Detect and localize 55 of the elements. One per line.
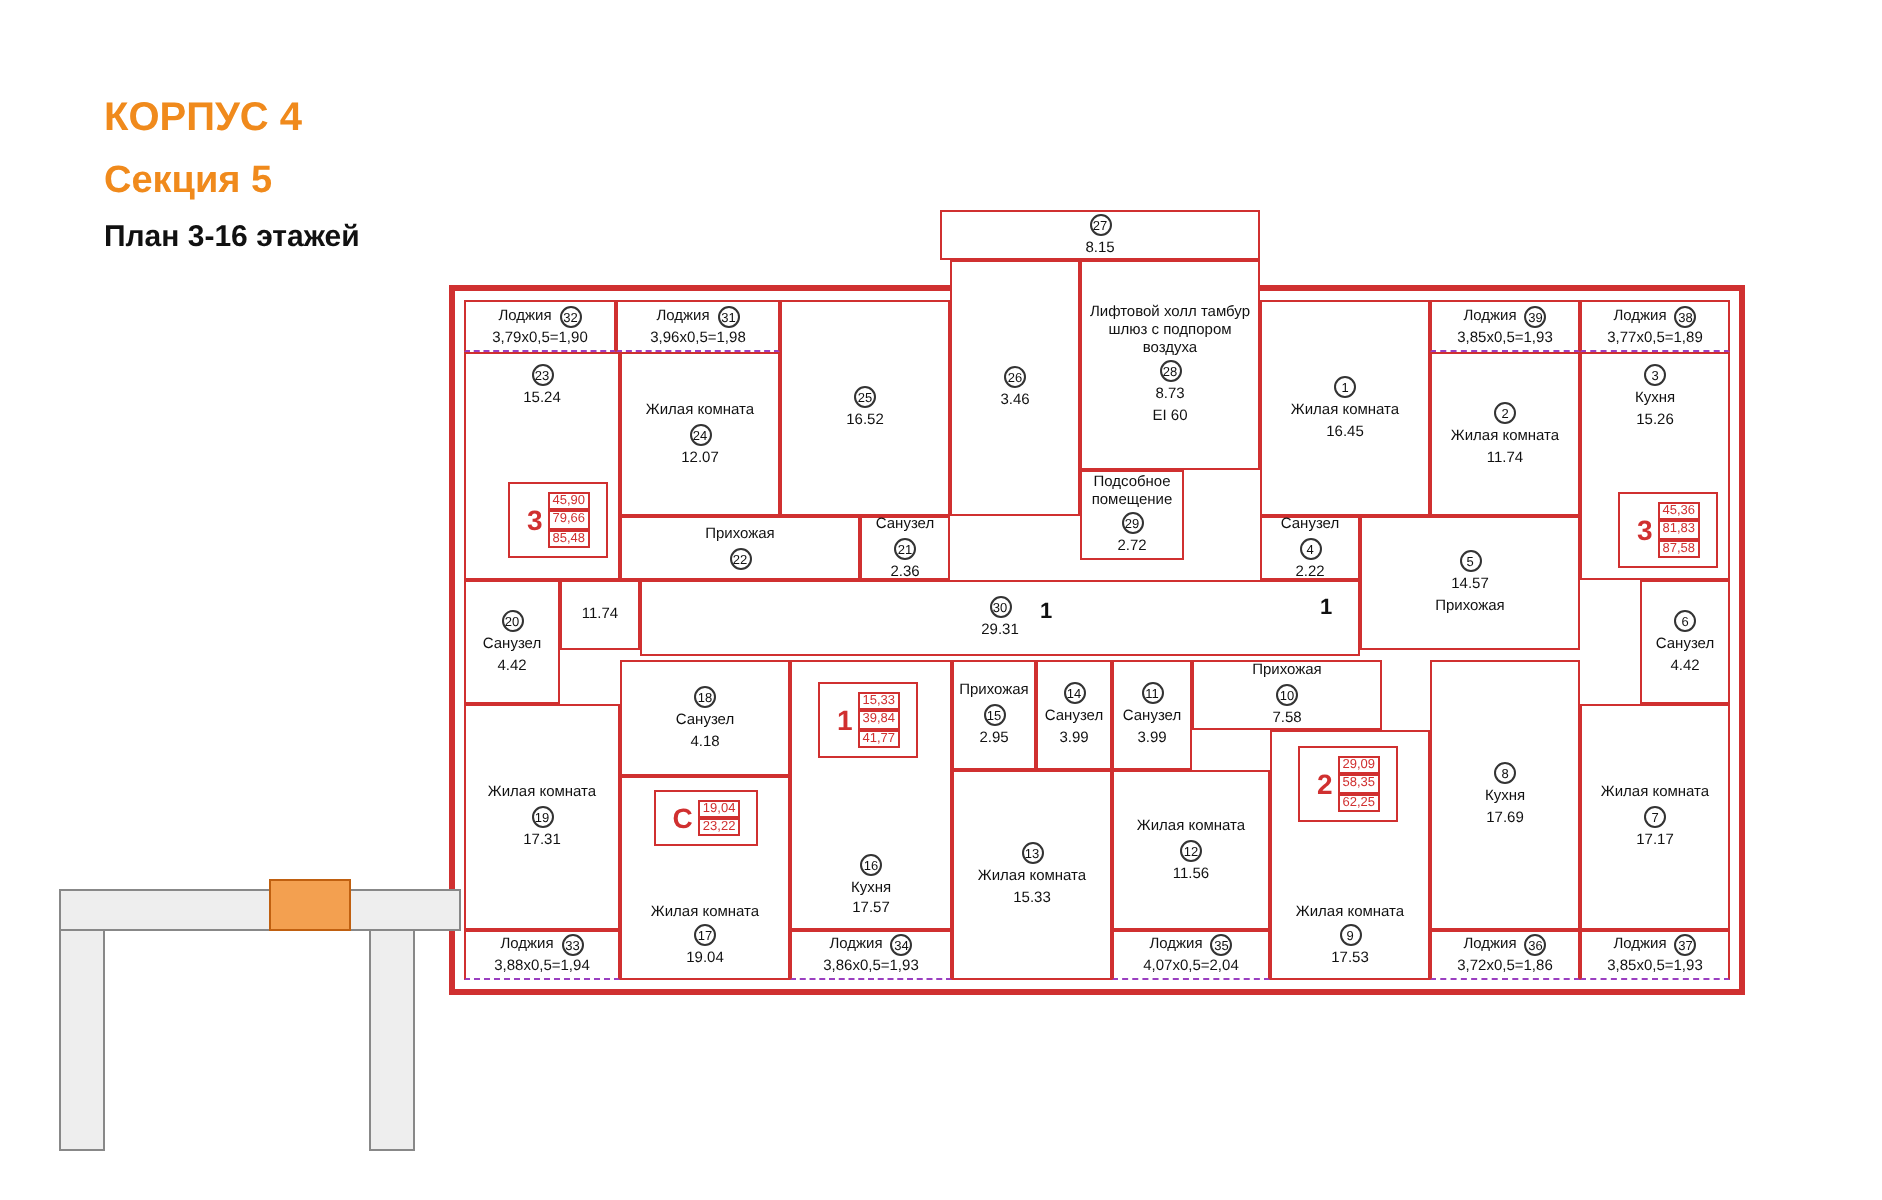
room-area (560, 580, 640, 650)
room-area (1260, 300, 1430, 516)
apartment-badge (1618, 492, 1718, 568)
loggia-area (1430, 930, 1580, 980)
room-area (1360, 516, 1580, 650)
apartment-badge (508, 482, 608, 558)
apartment-type-number: 3 (526, 503, 543, 537)
room-area (620, 660, 790, 776)
room-area (1580, 352, 1730, 580)
room-area (1192, 660, 1382, 730)
loggia-area (790, 930, 952, 980)
room-area (1260, 516, 1360, 580)
room-area (940, 210, 1260, 260)
apartment-type-number: 2 (1316, 767, 1333, 801)
apartment-badge (1298, 746, 1398, 822)
room-area (790, 660, 952, 930)
room-area (1270, 730, 1430, 980)
room-area (860, 516, 950, 580)
room-area (1580, 704, 1730, 930)
loggia-area (464, 300, 616, 352)
room-area (1430, 660, 1580, 930)
room-area (1036, 660, 1112, 770)
loggia-area (616, 300, 780, 352)
room-area (464, 704, 620, 930)
room-area (950, 260, 1080, 516)
loggia-area (1430, 300, 1580, 352)
section-mark: 1 (1320, 596, 1333, 620)
room-area (952, 660, 1036, 770)
room-area (620, 776, 790, 980)
apartment-badge (654, 790, 758, 846)
room-area (640, 580, 1360, 656)
room-area (1640, 580, 1730, 704)
title: КОРПУС 4 (104, 96, 303, 142)
room-area (464, 352, 620, 580)
section-mark: 1 (1040, 600, 1053, 624)
floor-range-heading: План 3-16 этажей (104, 220, 360, 254)
room-area (1430, 352, 1580, 516)
room-area (1080, 470, 1184, 560)
loggia-area (464, 930, 620, 980)
room-area (780, 300, 950, 516)
loggia-area (1580, 930, 1730, 980)
room-area (952, 770, 1112, 980)
room-area (620, 352, 780, 516)
subtitle: Секция 5 (104, 160, 273, 204)
apartment-badge (818, 682, 918, 758)
room-area (1112, 770, 1270, 930)
room-area (1080, 260, 1260, 470)
room-area (620, 516, 860, 580)
loggia-area (1112, 930, 1270, 980)
loggia-area (1580, 300, 1730, 352)
room-area (1112, 660, 1192, 770)
apartment-type-number: 1 (836, 703, 853, 737)
apartment-type-number: С (672, 801, 693, 835)
room-area (464, 580, 560, 704)
apartment-type-number: 3 (1636, 513, 1653, 547)
